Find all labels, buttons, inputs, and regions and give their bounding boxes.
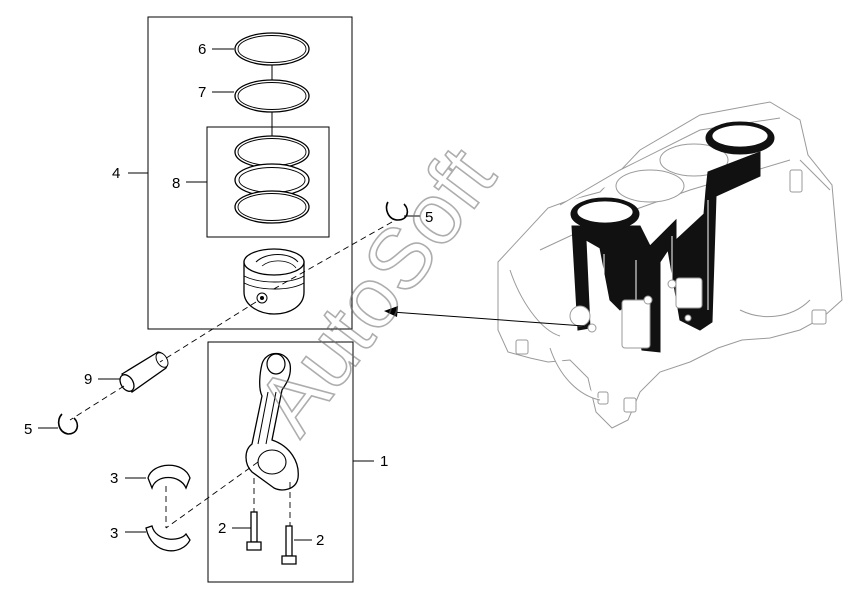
bearing-upper — [147, 464, 191, 491]
connecting-rod-bracket — [207, 341, 354, 583]
callout-second-ring: 7 — [198, 84, 206, 101]
callout-top-ring: 6 — [198, 41, 206, 58]
callout-bearing-lower: 3 — [110, 525, 118, 542]
piston-pin — [119, 351, 169, 393]
second-ring — [234, 79, 310, 113]
snap-ring-left — [57, 413, 79, 435]
callout-connecting-rod: 1 — [380, 453, 388, 470]
snap-ring-top — [385, 201, 409, 221]
callout-snap-ring-left: 5 — [24, 421, 32, 438]
callout-piston-pin: 9 — [84, 371, 92, 388]
callout-rod-bolt-left: 2 — [218, 520, 226, 537]
bearing-lower — [145, 525, 191, 552]
top-ring — [234, 32, 310, 66]
callout-labels: 6 7 4 8 5 9 5 1 3 3 2 2 — [24, 41, 433, 549]
oil-ring-set — [234, 135, 310, 224]
callout-rod-bolt-right: 2 — [316, 532, 324, 549]
engine-block — [497, 101, 843, 429]
piston — [243, 248, 305, 315]
callout-piston-assembly: 4 — [112, 165, 120, 182]
leader-lines — [38, 48, 420, 541]
callout-snap-ring-top: 5 — [425, 209, 433, 226]
callout-oil-ring-set: 8 — [172, 175, 180, 192]
callout-bearing-upper: 3 — [110, 470, 118, 487]
alignment-lines — [69, 221, 393, 529]
location-arrow — [384, 306, 585, 327]
rod-bolt-right — [281, 525, 297, 565]
connecting-rod — [245, 352, 299, 491]
rod-bolt-left — [246, 511, 262, 551]
